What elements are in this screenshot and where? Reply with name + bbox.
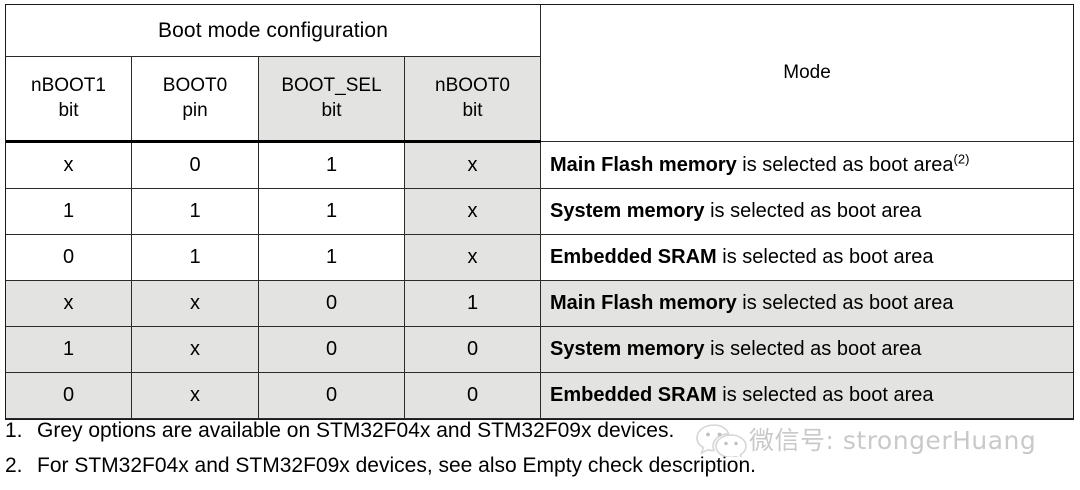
cell-nboot1: 0 <box>5 234 132 281</box>
cell-nboot1: 0 <box>5 372 132 420</box>
footnote-item: 2. For STM32F04x and STM32F09x devices, s… <box>5 455 1075 476</box>
cell-nboot0: 1 <box>403 280 542 327</box>
cell-boot0: 1 <box>131 188 259 235</box>
mode-column-header: Mode <box>540 4 1075 142</box>
cell-mode: Main Flash memory is selected as boot ar… <box>540 280 1075 327</box>
cell-nboot1: 1 <box>5 326 132 373</box>
cell-mode: Embedded SRAM is selected as boot area <box>540 372 1075 420</box>
mode-description: is selected as boot area <box>716 246 934 268</box>
cell-nboot0: 0 <box>403 326 542 373</box>
cell-nboot0: 0 <box>403 372 542 420</box>
footnote-reference: (2) <box>953 150 970 166</box>
cell-nboot0: x <box>403 234 542 281</box>
cell-nboot1: x <box>5 141 132 189</box>
cell-mode: System memory is selected as boot area <box>540 188 1075 235</box>
footnote-text: For STM32F04x and STM32F09x devices, see… <box>37 454 756 477</box>
mode-description: is selected as boot area <box>704 200 922 222</box>
mode-description: is selected as boot area <box>736 292 954 314</box>
mode-memory-name: Main Flash memory <box>550 292 737 314</box>
mode-description: is selected as boot area <box>704 338 922 360</box>
mode-memory-name: Embedded SRAM <box>550 384 717 406</box>
cell-mode: System memory is selected as boot area <box>540 326 1075 373</box>
footnote-item: 1. Grey options are available on STM32F04… <box>5 420 1075 441</box>
footnote-number: 2. <box>5 454 23 477</box>
cell-boot0: 1 <box>131 234 259 281</box>
footnote-number: 1. <box>5 419 23 442</box>
cell-boot-sel: 0 <box>258 326 405 373</box>
mode-memory-name: System memory <box>550 338 705 360</box>
cell-boot-sel: 1 <box>258 141 405 189</box>
footnote-text: Grey options are available on STM32F04x … <box>37 419 675 442</box>
mode-memory-name: Main Flash memory <box>550 153 737 176</box>
table-title-cell: Boot mode configuration <box>4 4 542 57</box>
cell-mode: Main Flash memory is selected as boot ar… <box>540 141 1075 189</box>
cell-boot-sel: 0 <box>258 280 405 327</box>
mode-memory-name: System memory <box>550 200 705 222</box>
cell-boot0: 0 <box>131 141 259 189</box>
cell-nboot0: x <box>403 141 542 189</box>
footnotes: 1. Grey options are available on STM32F04… <box>5 420 1075 490</box>
cell-nboot1: 1 <box>5 188 132 235</box>
mode-memory-name: Embedded SRAM <box>550 246 717 268</box>
mode-description: is selected as boot area <box>716 384 934 406</box>
cell-boot-sel: 1 <box>258 188 405 235</box>
cell-boot0: x <box>131 280 259 327</box>
cell-boot0: x <box>131 326 259 373</box>
cell-nboot1: x <box>5 280 132 327</box>
mode-description: is selected as boot area <box>736 153 954 176</box>
cell-boot-sel: 0 <box>258 372 405 420</box>
cell-boot0: x <box>131 372 259 420</box>
cell-boot-sel: 1 <box>258 234 405 281</box>
cell-mode: Embedded SRAM is selected as boot area <box>540 234 1075 281</box>
cell-nboot0: x <box>403 188 542 235</box>
